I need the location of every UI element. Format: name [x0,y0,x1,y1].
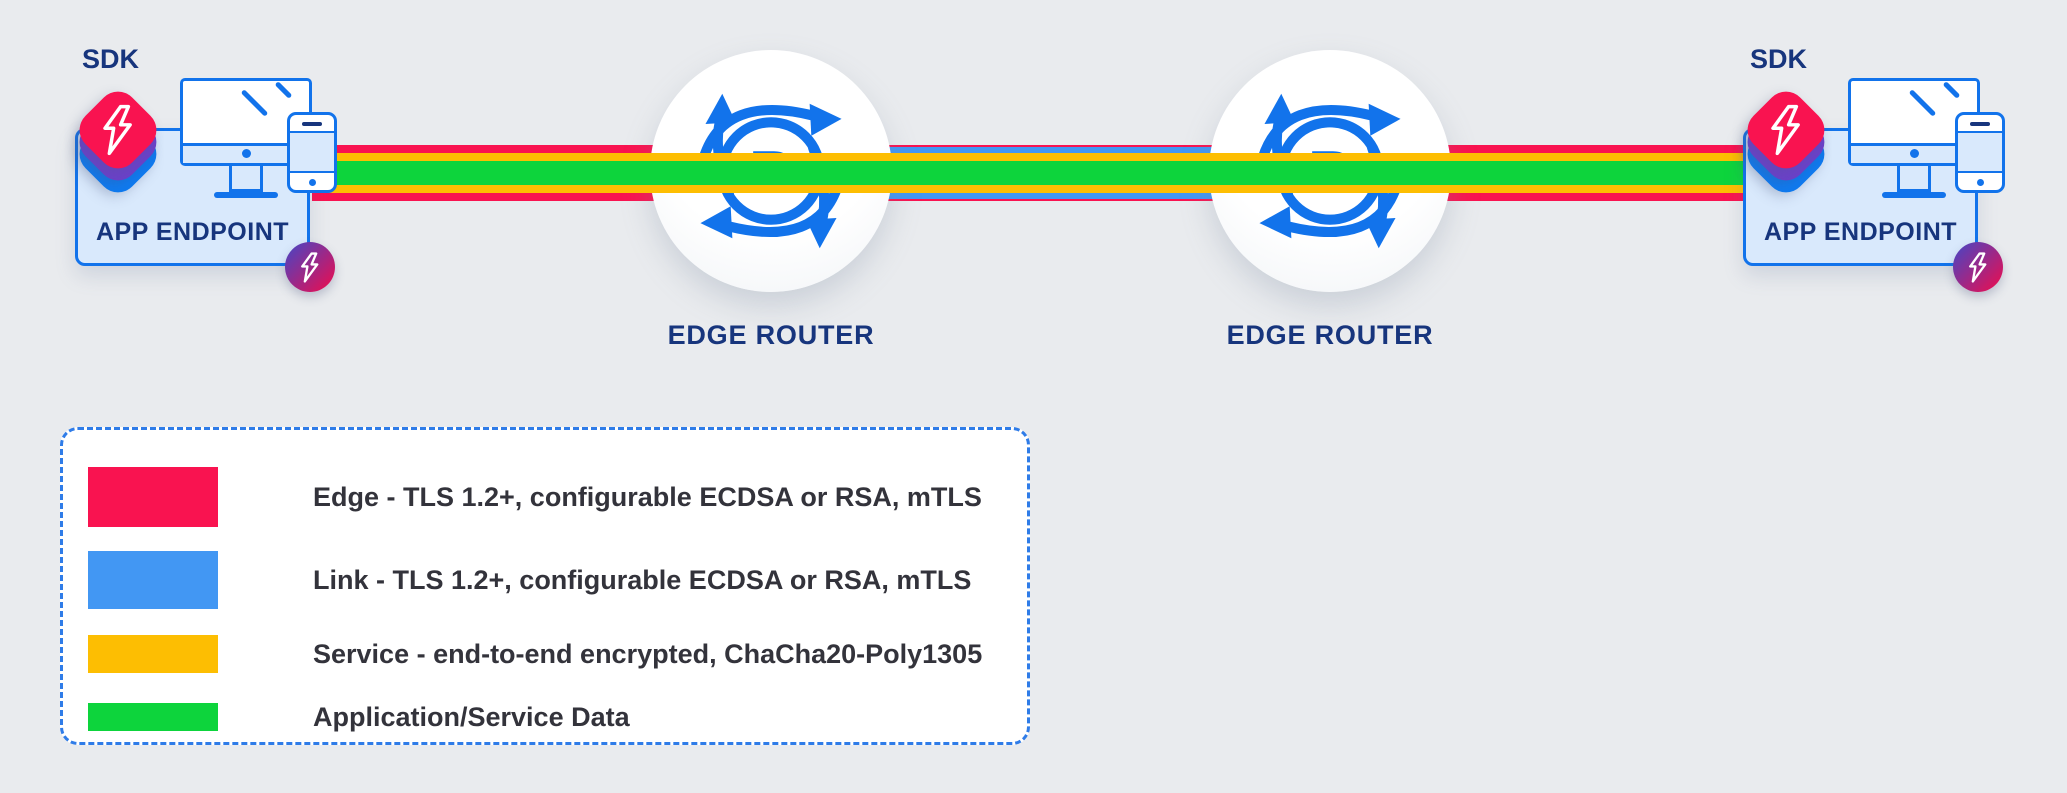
lightning-bolt-icon [85,97,151,163]
legend-swatch-edge [88,467,218,527]
phone-icon [287,112,337,193]
app-endpoint-group-left: SDK APP ENDPOINT [60,40,360,330]
legend-label-edge: Edge - TLS 1.2+, configurable ECDSA or R… [313,481,982,512]
app-endpoint-label: APP ENDPOINT [95,218,290,246]
router-label-left: EDGE ROUTER [667,320,875,350]
legend-row-service: Service - end-to-end encrypted, ChaCha20… [63,635,1027,673]
sdk-label: SDK [1750,44,1808,74]
monitor-stand-base [214,192,278,198]
monitor-stand [229,166,263,192]
monitor-stand [1897,166,1931,192]
sdk-label: SDK [82,44,140,74]
legend-row-data: Application/Service Data [63,701,1027,732]
phone-icon [1955,112,2005,193]
service-stripe-bottom [312,185,1755,193]
app-endpoint-group-right: SDK APP ENDPOINT [1728,40,2028,330]
monitor-dot [1910,149,1919,158]
legend-label-link: Link - TLS 1.2+, configurable ECDSA or R… [313,564,972,595]
monitor-base-band [1851,143,1977,163]
legend-box: Edge - TLS 1.2+, configurable ECDSA or R… [60,427,1030,745]
service-stripe-top [312,153,1755,161]
sdk-stack-icon [1739,83,1833,177]
legend-label-data: Application/Service Data [313,701,630,732]
phone-screen [1958,131,2002,173]
legend-label-service: Service - end-to-end encrypted, ChaCha20… [313,638,983,669]
sdk-stack-icon [71,83,165,177]
ziti-badge-icon [1953,242,2003,292]
link-stripe-top [771,147,1330,153]
ziti-badge-icon [285,242,335,292]
link-stripe-bottom [771,193,1330,199]
monitor-dot [242,149,251,158]
router-label-right: EDGE ROUTER [1226,320,1434,350]
phone-speaker [1970,122,1990,126]
legend-row-link: Link - TLS 1.2+, configurable ECDSA or R… [63,551,1027,609]
monitor-base-band [183,143,309,163]
legend-swatch-service [88,635,218,673]
legend-swatch-link [88,551,218,609]
lightning-bolt-icon [1753,97,1819,163]
legend-swatch-data [88,703,218,731]
phone-home-dot [308,179,316,186]
phone-screen [290,131,334,173]
application-data-stripe [312,161,1755,185]
legend-row-edge: Edge - TLS 1.2+, configurable ECDSA or R… [63,467,1027,527]
phone-speaker [302,122,322,126]
phone-home-dot [1976,179,1984,186]
app-endpoint-label: APP ENDPOINT [1763,218,1958,246]
monitor-stand-base [1882,192,1946,198]
